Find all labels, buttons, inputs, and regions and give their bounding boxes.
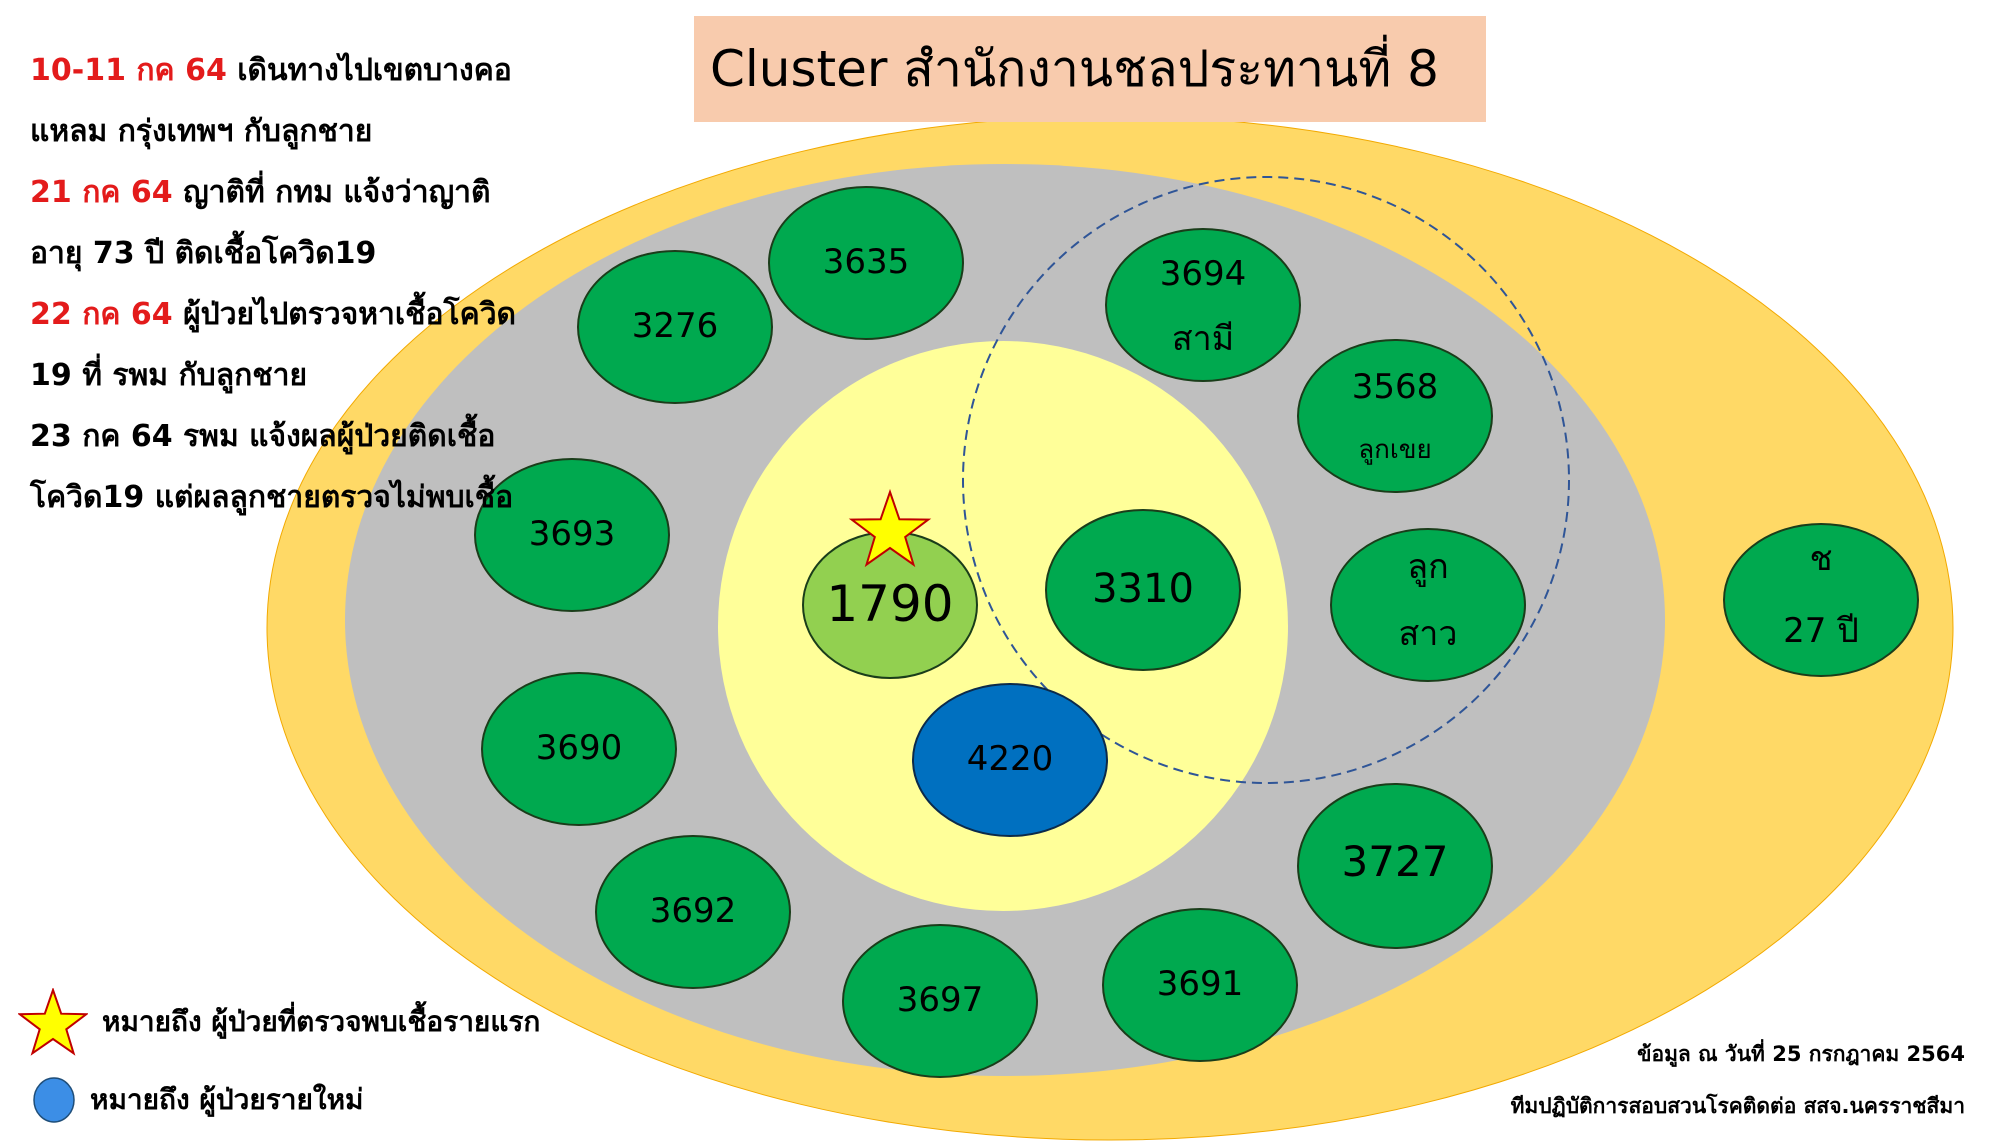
blue-dot-icon (33, 1077, 75, 1123)
data-date-note: ข้อมูล ณ วันที่ 25 กรกฎาคม 2564 (1637, 1042, 1965, 1066)
case-3691: 3691 (1102, 908, 1298, 1062)
case-label: 3568 (1352, 367, 1439, 407)
timeline-text: ญาติที่ กทม แจ้งว่าญาติ (172, 175, 491, 210)
case-label: 3276 (632, 306, 719, 346)
team-credit: ทีมปฏิบัติการสอบสวนโรคติดต่อ สสจ.นครราชส… (1510, 1094, 1965, 1118)
case-3635: 3635 (768, 186, 964, 340)
case-label: 3691 (1157, 964, 1244, 1004)
timeline-line: แหลม กรุ่งเทพฯ กับลูกชาย (30, 101, 590, 162)
timeline-line: 22 กค 64 ผู้ป่วยไปตรวจหาเชื้อโควิด (30, 284, 590, 345)
case-label: 3690 (536, 728, 623, 768)
case-label: 3635 (823, 242, 910, 282)
case-1790-index: 1790 (802, 531, 978, 679)
timeline-line: 19 ที่ รพม กับลูกชาย (30, 345, 590, 406)
case-3690: 3690 (481, 672, 677, 826)
case-label: 3310 (1092, 566, 1194, 612)
timeline-notes: 10-11 กค 64 เดินทางไปเขตบางคอ แหลม กรุ่ง… (30, 40, 590, 528)
case-3568-son-in-law: 3568 ลูกเขย (1297, 339, 1493, 493)
case-label: 3697 (897, 980, 984, 1020)
case-3693: 3693 (474, 458, 670, 612)
timeline-line: 21 กค 64 ญาติที่ กทม แจ้งว่าญาติ (30, 162, 590, 223)
legend-star-row: หมายถึง ผู้ป่วยที่ตรวจพบเชื้อรายแรก (18, 988, 540, 1056)
timeline-line: 23 กค 64 รพม แจ้งผลผู้ป่วยติดเชื้อ (30, 406, 590, 467)
relation-label: 27 ปี (1783, 611, 1859, 651)
timeline-text: อายุ 73 ปี ติดเชื้อโควิด19 (30, 236, 377, 271)
timeline-date: 10-11 กค 64 (30, 53, 227, 88)
diagram-title: Cluster สำนักงานชลประทานที่ 8 (694, 16, 1486, 122)
case-label: 3693 (529, 514, 616, 554)
legend-blue-row: หมายถึง ผู้ป่วยรายใหม่ (18, 1076, 363, 1124)
case-label: ช (1809, 539, 1832, 579)
legend-star-label: หมายถึง ผู้ป่วยที่ตรวจพบเชื้อรายแรก (102, 1005, 541, 1038)
case-3310: 3310 (1045, 509, 1241, 671)
relation-label: สามี (1172, 319, 1234, 359)
case-3276: 3276 (577, 250, 773, 404)
case-label: 1790 (826, 575, 953, 633)
case-label: ลูก (1407, 547, 1448, 587)
case-4220-new: 4220 (912, 683, 1108, 837)
timeline-text: ผู้ป่วยไปตรวจหาเชื้อโควิด (172, 297, 517, 332)
timeline-line: อายุ 73 ปี ติดเชื้อโควิด19 (30, 223, 590, 284)
case-3694-husband: 3694 สามี (1105, 228, 1301, 382)
star-icon (18, 988, 88, 1056)
case-label: 3692 (650, 891, 737, 931)
legend-blue-label: หมายถึง ผู้ป่วยรายใหม่ (90, 1083, 364, 1116)
household-dashed-circle (962, 176, 1570, 784)
index-case-star-icon (848, 488, 932, 568)
case-3727: 3727 (1297, 783, 1493, 949)
relation-label: ลูกเขย (1358, 435, 1432, 465)
case-label: 4220 (967, 739, 1054, 779)
inner-zone (718, 341, 1288, 911)
case-3697: 3697 (842, 924, 1038, 1078)
timeline-text: 19 ที่ รพม กับลูกชาย (30, 358, 308, 393)
case-male-27: ช 27 ปี (1723, 523, 1919, 677)
case-label: 3727 (1342, 837, 1449, 886)
case-3692: 3692 (595, 835, 791, 989)
case-label: 3694 (1160, 254, 1247, 294)
timeline-date: 21 กค 64 (30, 175, 173, 210)
case-daughter: ลูก สาว (1330, 528, 1526, 682)
relation-label: สาว (1399, 614, 1458, 654)
timeline-date: 22 กค 64 (30, 297, 173, 332)
timeline-text: เดินทางไปเขตบางคอ (226, 53, 512, 88)
timeline-line: 10-11 กค 64 เดินทางไปเขตบางคอ (30, 40, 590, 101)
timeline-text: 23 กค 64 รพม แจ้งผลผู้ป่วยติดเชื้อ (30, 419, 496, 454)
timeline-line: โควิด19 แต่ผลลูกชายตรวจไม่พบเชื้อ (30, 467, 590, 528)
timeline-text: แหลม กรุ่งเทพฯ กับลูกชาย (30, 114, 373, 149)
timeline-text: โควิด19 แต่ผลลูกชายตรวจไม่พบเชื้อ (30, 480, 514, 515)
